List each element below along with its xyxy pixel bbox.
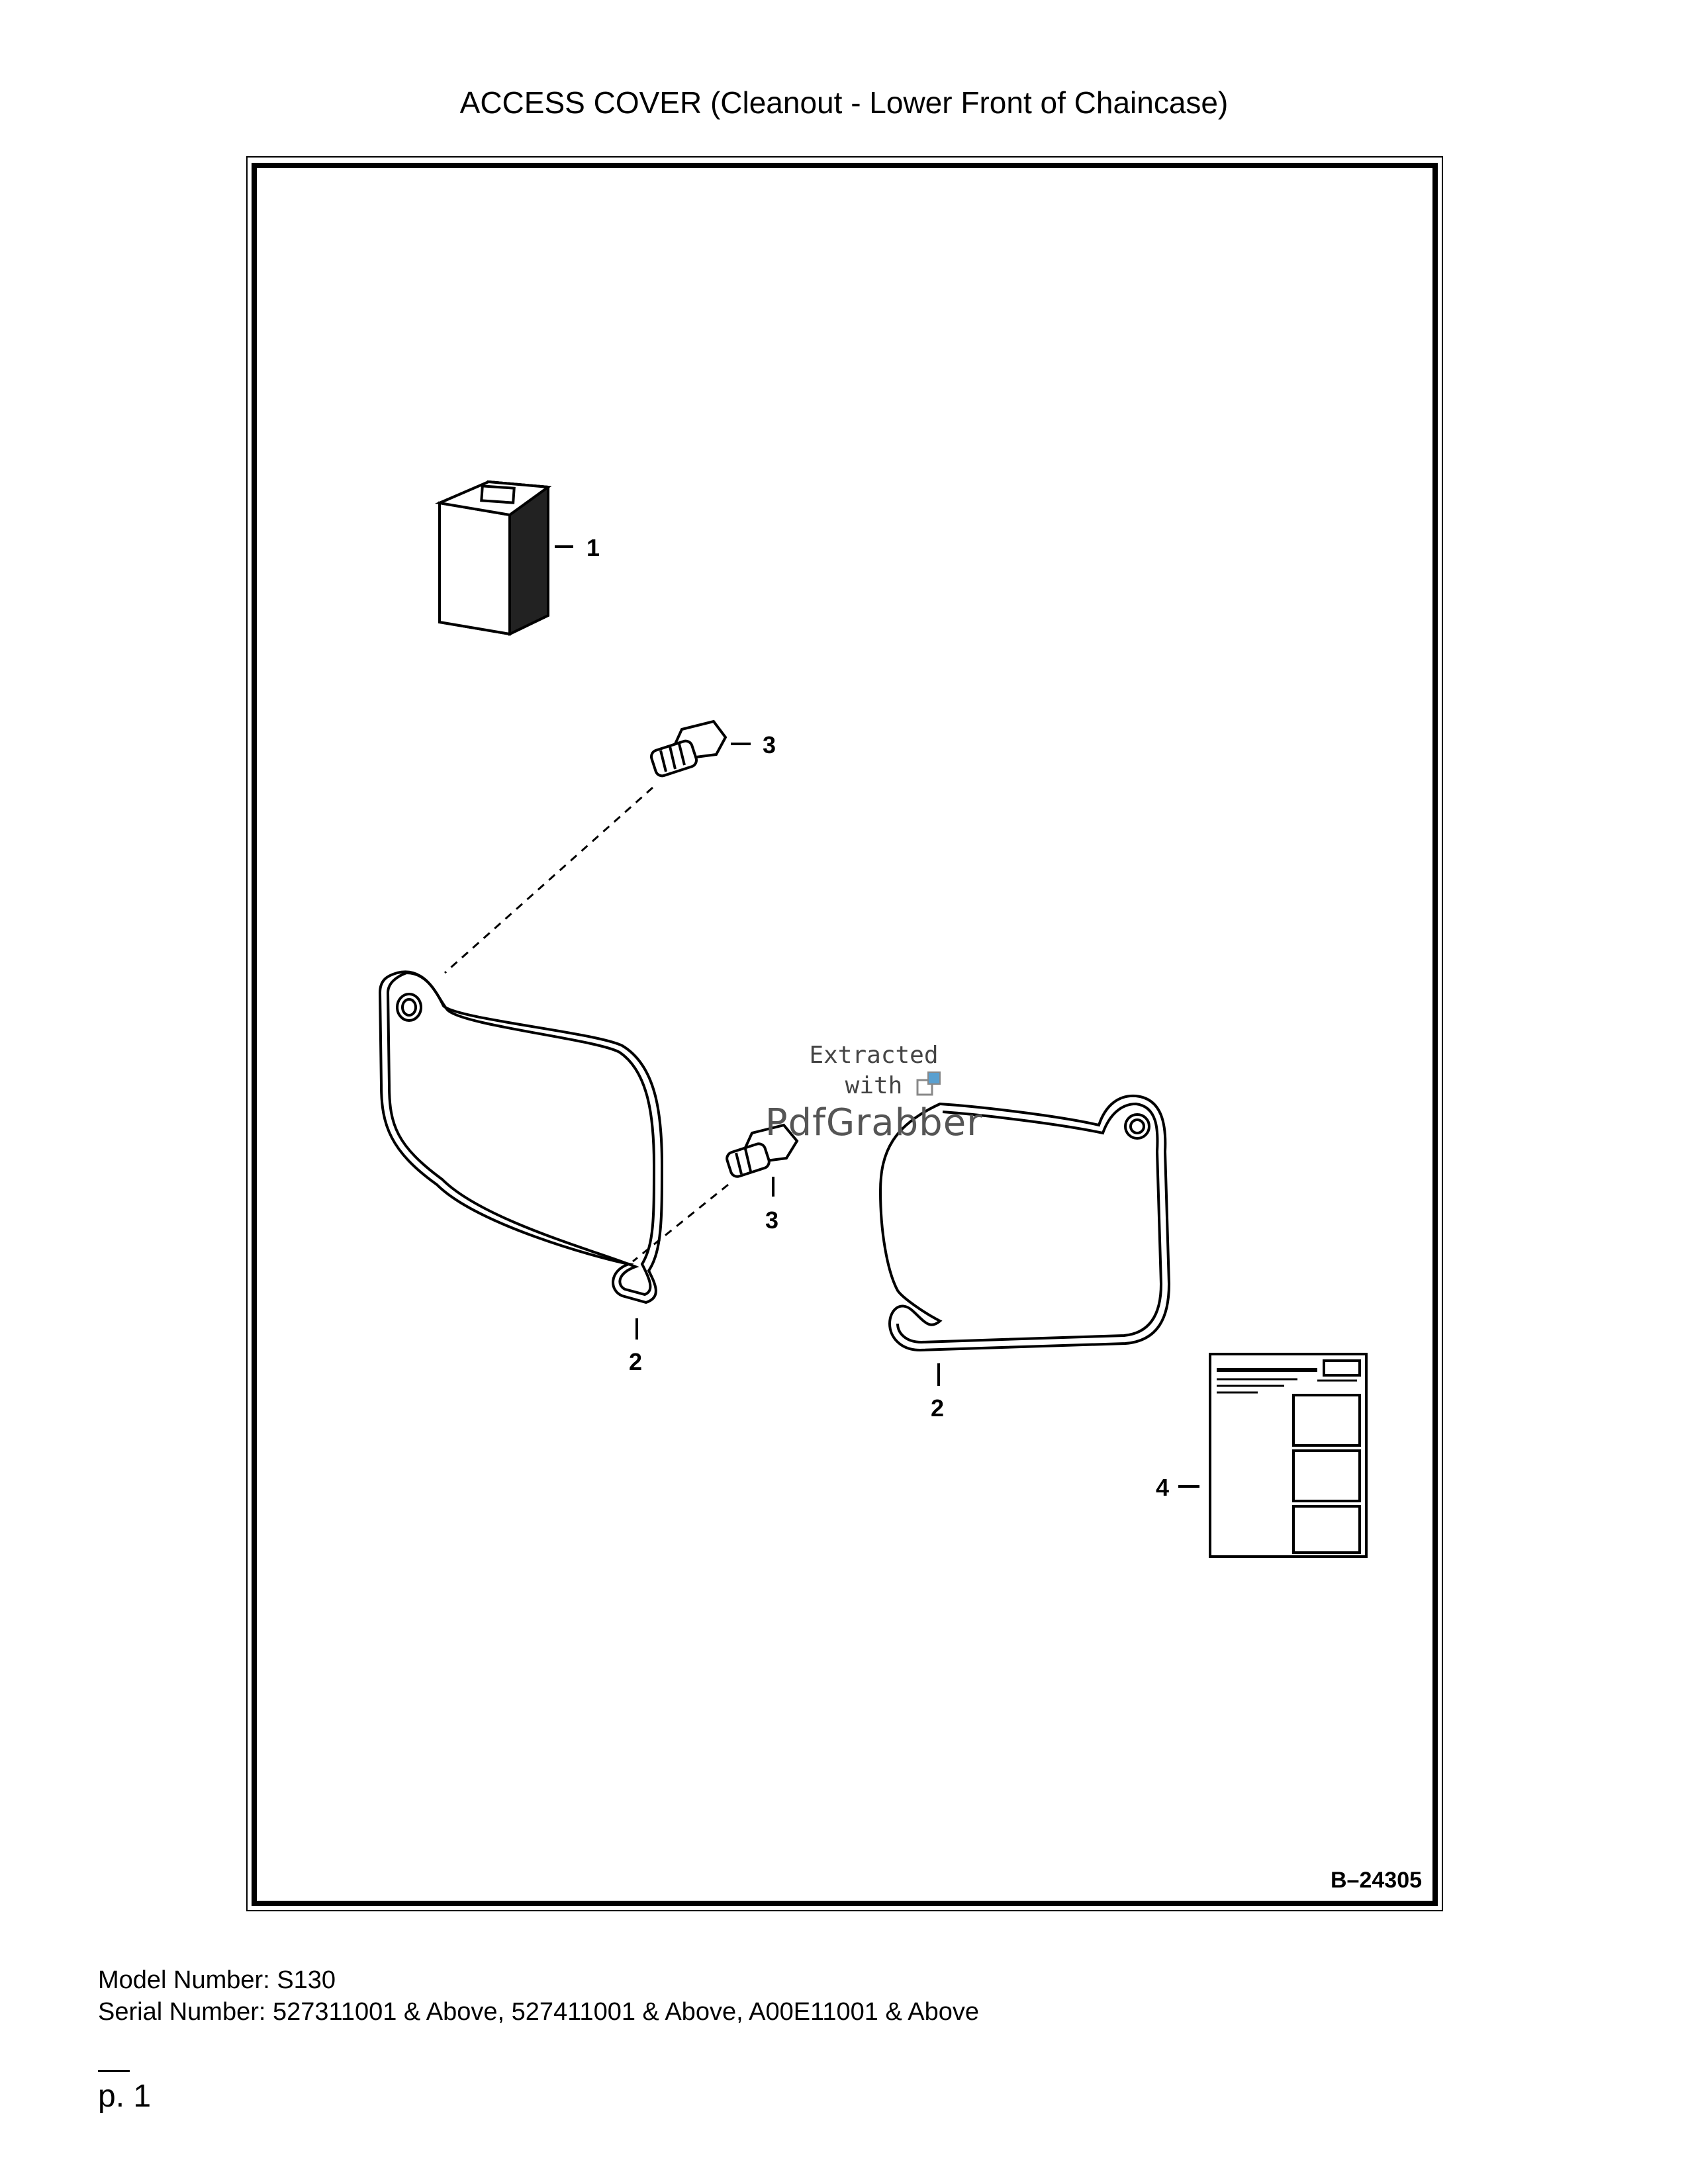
- dashed-leader-top: [444, 786, 653, 974]
- callout-item-2-left: 2: [629, 1348, 642, 1375]
- page-number: p. 1: [98, 2079, 152, 2114]
- drawing-frame-outer: [246, 156, 1443, 1911]
- watermark-line-2: with: [845, 1072, 903, 1099]
- instruction-decal-part: [1178, 1353, 1368, 1558]
- model-serial-info: Model Number: S130 Serial Number: 527311…: [98, 1964, 979, 2028]
- cover-plate-right: [878, 1094, 1171, 1386]
- watermark-brand: PdfGrabber: [765, 1101, 983, 1144]
- bolt-part-middle: [726, 1123, 799, 1197]
- page-number-rule: [98, 2070, 130, 2072]
- watermark: Extracted with PdfGrabber: [715, 1040, 1033, 1144]
- figure-id: B–24305: [1331, 1868, 1423, 1893]
- callout-item-2-right: 2: [931, 1394, 944, 1422]
- sealant-box-part: [435, 480, 573, 636]
- callout-item-1: 1: [586, 534, 600, 561]
- dashed-leader-middle: [632, 1183, 729, 1263]
- page-title: ACCESS COVER (Cleanout - Lower Front of …: [459, 85, 1229, 120]
- watermark-line-1: Extracted: [809, 1042, 939, 1069]
- callout-item-3-top: 3: [763, 731, 776, 758]
- watermark-logo-icon: [916, 1071, 941, 1096]
- cover-plate-left: [378, 970, 664, 1340]
- model-number: Model Number: S130: [98, 1966, 336, 1994]
- bolt-part-top: [649, 719, 751, 778]
- callout-item-3-middle: 3: [765, 1206, 778, 1234]
- callout-item-4: 4: [1156, 1474, 1169, 1501]
- drawing-frame: [252, 163, 1438, 1906]
- serial-number: Serial Number: 527311001 & Above, 527411…: [98, 1998, 980, 2026]
